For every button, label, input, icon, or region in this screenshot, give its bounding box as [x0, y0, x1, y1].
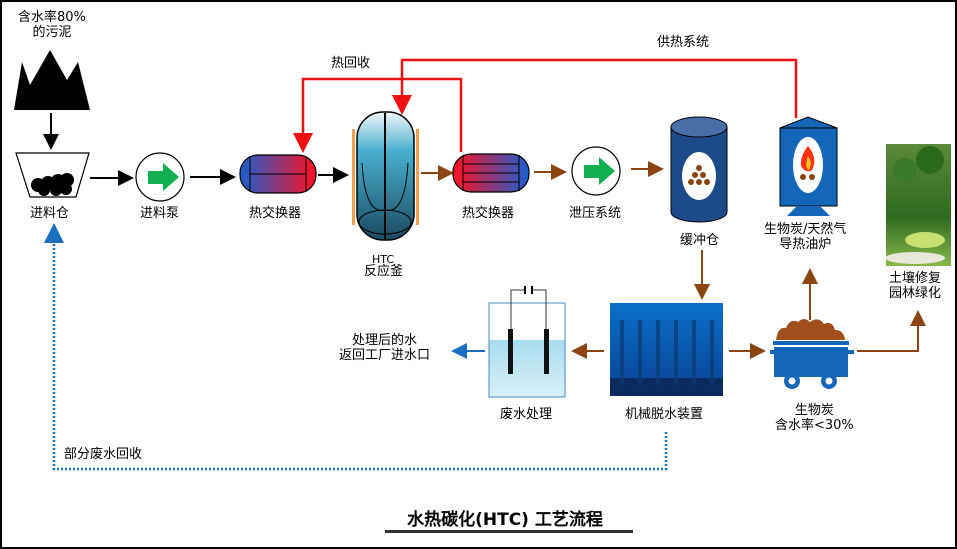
heat-supply-line	[392, 58, 798, 118]
title-underline	[385, 530, 633, 533]
heat-supply-label: 供热系统	[657, 35, 710, 50]
feed-pump-icon	[135, 152, 185, 202]
reactor-label: 反应釜	[364, 264, 404, 279]
heat-exchanger-2-label: 热交换器	[462, 206, 515, 221]
buffer-bin-icon	[670, 116, 728, 223]
pressure-relief-label: 泄压系统	[569, 206, 622, 221]
heat-exchanger-1-icon	[239, 154, 317, 194]
biochar-cart-icon	[770, 319, 854, 389]
sludge-pile-icon	[14, 50, 90, 110]
heat-recovery-label: 热回收	[331, 56, 371, 71]
soil-remediation-label: 土壤修复园林绿化	[889, 271, 942, 301]
partial-recycle-label: 部分废水回收	[64, 447, 143, 462]
pressure-relief-icon	[571, 146, 621, 196]
treated-water-label: 处理后的水返回工厂进水口	[339, 333, 431, 363]
buffer-bin-label: 缓冲仓	[680, 233, 720, 248]
heat-exchanger-2-icon	[452, 153, 530, 193]
biochar-label: 生物炭含水率<30%	[775, 403, 854, 433]
dewatering-label: 机械脱水装置	[625, 407, 704, 422]
sludge-input-label: 含水率80%的污泥	[18, 10, 86, 40]
landscape-photo	[885, 144, 951, 266]
feed-pump-label: 进料泵	[140, 206, 180, 221]
feed-bin-icon	[15, 152, 90, 198]
wastewater-treatment-label: 废水处理	[500, 407, 553, 422]
htc-reactor-icon	[352, 111, 419, 241]
oil-furnace-label: 生物炭/天然气导热油炉	[764, 222, 847, 252]
reactor-label-top: HTC	[372, 253, 395, 266]
dewatering-unit-icon	[610, 303, 723, 396]
flow-arrow	[857, 310, 926, 352]
wastewater-treatment-icon	[488, 286, 566, 398]
diagram-title: 水热碳化(HTC) 工艺流程	[407, 510, 603, 530]
heat-recovery-line	[293, 77, 463, 153]
heat-exchanger-1-label: 热交换器	[249, 206, 302, 221]
partial-recycle-line	[44, 223, 668, 471]
feed-bin-label: 进料仓	[30, 206, 70, 221]
oil-furnace-icon	[779, 116, 838, 216]
